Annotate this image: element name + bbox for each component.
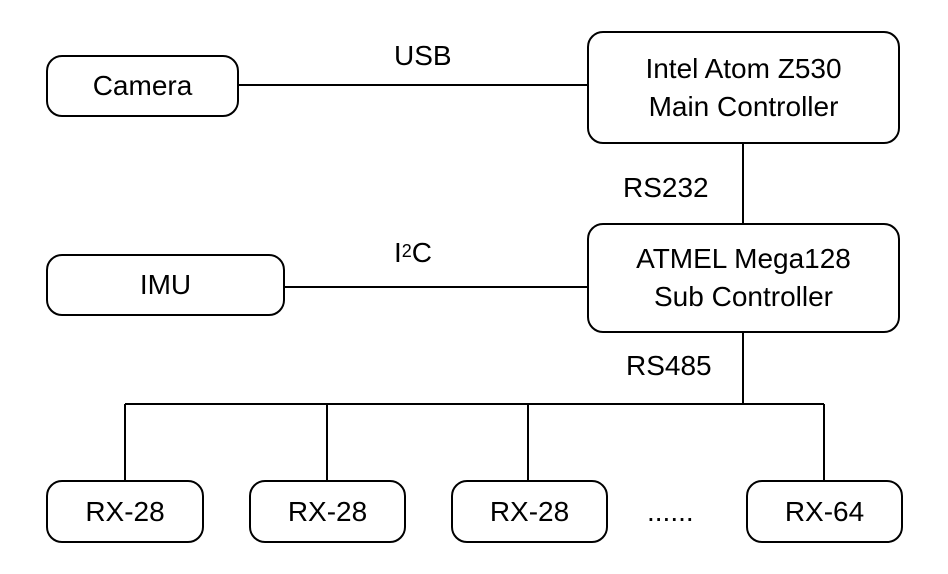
servo-node-3: RX-28: [451, 480, 608, 543]
main-controller-line-2: Main Controller: [648, 90, 839, 122]
sub-controller-line-2: Sub Controller: [654, 281, 833, 312]
servo-label-3: RX-28: [489, 495, 570, 527]
main-controller-node: Intel Atom Z530 Main Controller: [587, 31, 900, 144]
i2c-label-suffix: C: [411, 237, 433, 268]
servo-label-1: RX-28: [85, 495, 165, 527]
rs485-label: RS485: [626, 350, 712, 381]
main-controller-line-1: Intel Atom Z530: [645, 52, 842, 84]
servo-label-2: RX-28: [287, 495, 368, 527]
servo-node-4: RX-64: [746, 480, 903, 543]
sub-controller-node: ATMEL Mega128 Sub Controller: [587, 223, 900, 333]
i2c-label-prefix: I: [394, 237, 402, 268]
servo-label-4: RX-64: [784, 495, 865, 527]
imu-node: IMU: [46, 254, 285, 316]
sub-controller-line-1: ATMEL Mega128: [636, 243, 851, 274]
rs232-label: RS232: [623, 172, 709, 203]
imu-label: IMU: [139, 269, 192, 300]
i2c-label: I2C: [394, 235, 432, 269]
ellipsis-label: ......: [647, 496, 694, 527]
camera-label: Camera: [92, 70, 193, 101]
i2c-label-superscript: 2: [401, 241, 412, 261]
servo-node-2: RX-28: [249, 480, 406, 543]
camera-node: Camera: [46, 55, 239, 117]
usb-label: USB: [394, 40, 452, 71]
servo-node-1: RX-28: [46, 480, 204, 543]
